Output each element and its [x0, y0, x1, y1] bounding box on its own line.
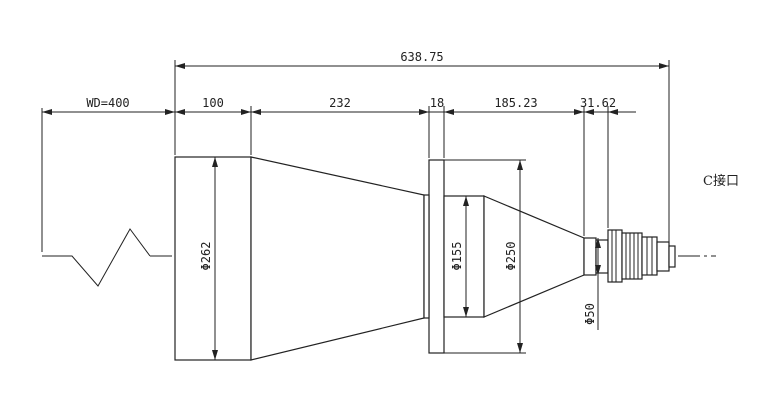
dim-segment-4: 185.23 — [494, 96, 537, 110]
dim-diameter-mid: Φ155 — [450, 242, 464, 271]
dim-segment-2: 232 — [329, 96, 351, 110]
dim-total-length: 638.75 — [400, 50, 443, 64]
rear-cone — [483, 195, 585, 318]
mount-label: C接口 — [703, 173, 739, 189]
wd-break-line — [42, 228, 151, 287]
dim-diameter-rear: Φ50 — [583, 303, 597, 325]
dim-segment-3: 18 — [430, 96, 444, 110]
tapered-cone — [250, 156, 425, 361]
dim-diameter-flange: Φ250 — [504, 242, 518, 271]
front-barrel — [174, 156, 252, 361]
c-mount-end — [668, 245, 676, 268]
flange-neck — [423, 194, 430, 319]
dim-diameter-front: Φ262 — [199, 242, 213, 271]
rear-cylinder — [443, 195, 485, 318]
c-mount-thread — [656, 241, 670, 272]
flange — [428, 159, 445, 354]
dim-segment-1: 100 — [202, 96, 224, 110]
iris-ring — [621, 232, 643, 280]
rear-barrel — [583, 237, 597, 276]
lock-ring — [641, 236, 658, 276]
focus-ring — [607, 229, 623, 283]
dim-working-distance: WD=400 — [86, 96, 129, 110]
dim-segment-5: 31.62 — [580, 96, 616, 110]
